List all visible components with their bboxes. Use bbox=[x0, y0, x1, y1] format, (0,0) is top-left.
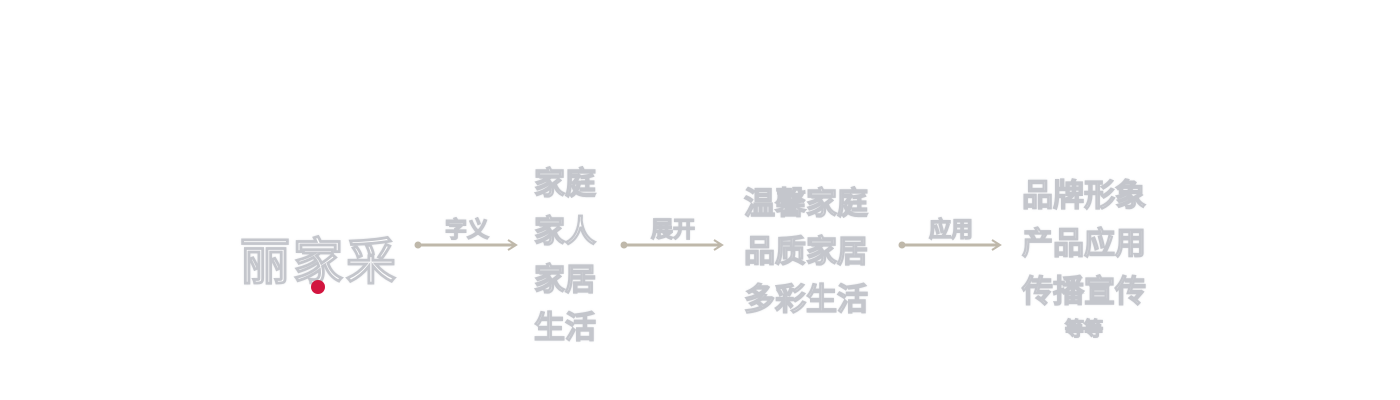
connector-meaning: 字义 bbox=[414, 212, 520, 272]
column-line: 多彩生活 bbox=[743, 281, 868, 318]
connector-label: 应用 bbox=[928, 217, 973, 243]
connector-apply: 应用 bbox=[898, 212, 1004, 272]
column-apply: 品牌形象 产品应用 传播宣传 等等 bbox=[1021, 172, 1146, 342]
column-line: 品质家居 bbox=[743, 233, 868, 270]
column-line: 家人 bbox=[533, 213, 596, 250]
column-meaning: 家庭 家人 家居 生活 bbox=[533, 160, 596, 352]
arrow-icon bbox=[898, 239, 1002, 251]
column-expand: 温馨家庭 品质家居 多彩生活 bbox=[743, 180, 868, 324]
column-line: 产品应用 bbox=[1021, 225, 1146, 262]
column-line: 传播宣传 bbox=[1021, 273, 1146, 310]
column-line: 温馨家庭 bbox=[743, 185, 868, 222]
column-note: 等等 bbox=[1064, 317, 1103, 340]
connector-label: 展开 bbox=[650, 217, 695, 243]
column-line: 家居 bbox=[533, 261, 596, 298]
connector-label: 字义 bbox=[444, 217, 489, 243]
connector-expand: 展开 bbox=[620, 212, 726, 272]
brand-red-dot bbox=[311, 280, 325, 294]
arrow-icon bbox=[620, 239, 724, 251]
arrow-icon bbox=[414, 239, 518, 251]
column-line: 生活 bbox=[533, 309, 596, 346]
column-line: 品牌形象 bbox=[1021, 177, 1146, 214]
column-line: 家庭 bbox=[533, 165, 596, 202]
